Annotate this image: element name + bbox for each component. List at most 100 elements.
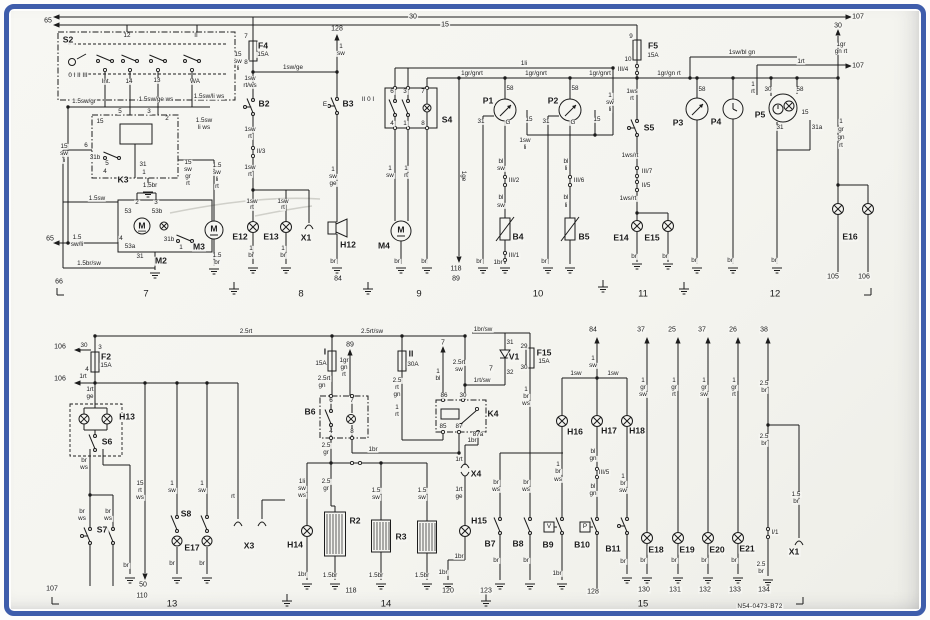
wire-label: 2: [134, 198, 140, 207]
wire-label: III/5: [597, 468, 611, 477]
ground-icon: [150, 273, 160, 278]
component-label: S5: [642, 122, 656, 133]
ground-icon: [763, 580, 773, 585]
wire-label: br: [554, 467, 562, 476]
junction-dot: [503, 76, 507, 80]
wire-label: 1li: [519, 59, 529, 68]
arrow-down-icon: [456, 256, 462, 263]
switch-icon: [201, 516, 209, 533]
wire-label: 1.5: [790, 490, 802, 499]
terminal-ref: 37: [636, 326, 646, 334]
k4-coil: [441, 409, 459, 419]
terminal-ref: 123: [479, 587, 493, 595]
wire-label: 1br: [437, 568, 449, 577]
wire-label: br: [78, 507, 86, 516]
terminal-ref: 106: [857, 273, 871, 281]
component-label: X1: [787, 546, 801, 557]
ground-icon: [673, 578, 683, 583]
junction-dot: [595, 376, 599, 380]
lamp-icon: [302, 526, 313, 537]
ground-icon: [692, 268, 702, 273]
junction-dot: [66, 241, 70, 245]
wire-label: 2.5rt: [451, 358, 467, 367]
part-number: N54-0473-B72: [736, 602, 784, 611]
wire-label: bl: [589, 447, 597, 456]
junction-dot: [329, 461, 333, 465]
wire-label: 1: [169, 479, 175, 488]
junction-dot: [731, 76, 735, 80]
wire-label: 1: [750, 80, 756, 89]
wire-label: sw: [183, 165, 193, 174]
terminal-ref: 110: [135, 592, 149, 600]
component-label: K3: [116, 174, 130, 185]
wire-label: 53b: [150, 207, 164, 216]
switch-icon: [89, 435, 97, 452]
lamp-icon: [557, 416, 568, 427]
terminal-circle: [457, 430, 460, 433]
wire-label: 15A: [646, 51, 660, 60]
junction-dot: [688, 76, 692, 80]
component-label: B9: [541, 539, 555, 550]
gauge-icon: [559, 99, 581, 121]
switch-icon: [122, 55, 139, 63]
lamp-icon: [733, 533, 744, 544]
terminal-circle: [503, 251, 506, 254]
wire-label: sw: [197, 486, 207, 495]
ground-icon: [202, 578, 212, 583]
terminal-ref: 118: [449, 265, 463, 273]
wire-label: 85: [438, 422, 448, 431]
wire-label: br: [630, 252, 638, 261]
terminal-ref: 107: [45, 585, 59, 593]
wire-label: 1rt: [454, 455, 464, 464]
switch-icon: [331, 98, 339, 115]
lamp-icon: [423, 104, 431, 112]
wire-label: 15A: [314, 359, 328, 368]
wire-label: ws: [103, 514, 113, 523]
wire-label: br: [730, 556, 738, 565]
wire-label: bl: [562, 157, 570, 166]
wire-label: br: [760, 386, 768, 395]
terminal-circle: [635, 71, 638, 74]
switch-icon: [325, 410, 333, 427]
wire-label: 1sw: [276, 197, 290, 206]
wire-label: 1sw: [569, 369, 583, 378]
terminal-ref: 25: [667, 326, 677, 334]
wire-label: 1sw: [243, 163, 257, 172]
wire-label: 30: [763, 85, 773, 94]
terminal-circle: [406, 86, 409, 89]
terminal-circle: [358, 461, 361, 464]
ground-icon: [632, 264, 642, 269]
wire-label: sw: [212, 168, 222, 177]
terminal-circle: [568, 183, 571, 186]
junction-dot: [463, 334, 467, 338]
switch-icon: [177, 235, 194, 243]
component-label: M: [396, 224, 406, 235]
wire-label: 4: [328, 427, 334, 436]
lamp-icon: [347, 415, 356, 424]
wire-label: 3: [153, 198, 159, 207]
ground-icon: [663, 264, 673, 269]
track-number: 11: [638, 288, 648, 300]
terminal-ref: 89: [451, 275, 461, 283]
wire-label: br: [420, 257, 428, 266]
wire-label: 6: [389, 87, 395, 96]
wire-label: 10: [623, 55, 633, 64]
wire-label: 29: [519, 342, 529, 351]
b6-box: [320, 396, 368, 438]
wire-label: 1ws/rt: [618, 194, 638, 203]
wire-label: Int.: [100, 77, 112, 86]
terminal-ref: 128: [586, 588, 600, 596]
terminal-ref: 26: [728, 326, 738, 334]
wire-label: br: [639, 556, 647, 565]
wire-label: 3: [97, 343, 103, 352]
arrow-up-icon: [765, 337, 771, 344]
wire-label: br: [760, 439, 768, 448]
wire-label: 1: [701, 376, 707, 385]
lamp-icon: [460, 526, 471, 537]
junction-dot: [635, 76, 639, 80]
wire-label: 1.5sw: [87, 194, 107, 203]
wire-label: 1br: [551, 569, 563, 578]
wire-label: 1: [330, 165, 336, 174]
wire-label: II/5: [640, 181, 652, 190]
junction-dot: [251, 70, 255, 74]
